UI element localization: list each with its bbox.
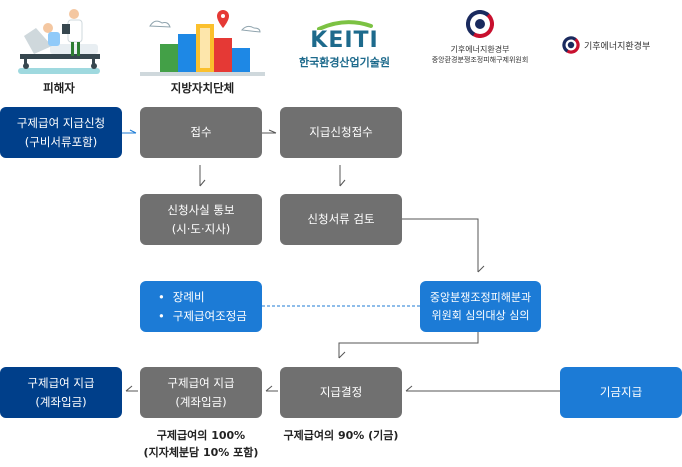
ministry-logo: 기후에너지환경부 <box>562 36 682 54</box>
victim-illustration <box>14 6 104 76</box>
ministry-committee-logo: 기후에너지환경부 중앙환경분쟁조정피해구제위원회 <box>415 10 545 72</box>
local-payment-line2: (계좌입금) <box>175 394 227 409</box>
payment-receive-line1: 지급신청접수 <box>309 125 373 140</box>
keiti-wordmark: KEITI <box>310 28 379 53</box>
local-payment-box: 구제급여 지급 (계좌입금) <box>140 367 262 418</box>
review-box: 신청서류 검토 <box>280 194 402 245</box>
extras-box: 장례비 구제급여조정금 <box>140 281 262 332</box>
local-government-illustration <box>140 8 265 76</box>
committee-line1: 중앙분쟁조정피해분과 <box>429 290 532 304</box>
payment-receive-box: 지급신청접수 <box>280 107 402 158</box>
taegeuk-emblem-icon <box>466 10 494 38</box>
extras-list: 장례비 구제급여조정금 <box>158 288 247 325</box>
apply-line1: 구제급여 지급신청 <box>16 116 106 131</box>
local-share-line2: (지자체분담 10% 포함) <box>143 445 259 459</box>
local-share-caption: 구제급여의 100% (지자체분담 10% 포함) <box>126 428 276 461</box>
receive-line1: 접수 <box>190 125 212 140</box>
local-share-line1: 구제급여의 100% <box>156 429 246 442</box>
fund-share-caption: 구제급여의 90% (기금) <box>266 428 416 445</box>
notify-line2: (시·도·지사) <box>171 221 231 236</box>
keiti-name: 한국환경산업기술원 <box>298 56 391 69</box>
extras-item: 장례비 <box>158 288 247 306</box>
notify-box: 신청사실 통보 (시·도·지사) <box>140 194 262 245</box>
committee-line2: 위원회 심의대상 심의 <box>431 308 530 322</box>
receive-box: 접수 <box>140 107 262 158</box>
local-payment-line1: 구제급여 지급 <box>167 376 235 391</box>
arrow-review-to-committee <box>402 218 479 272</box>
final-payment-box: 구제급여 지급 (계좌입금) <box>0 367 122 418</box>
local-government-label: 지방자치단체 <box>170 81 235 95</box>
ministry-line: 기후에너지환경부 <box>450 45 510 54</box>
apply-box: 구제급여 지급신청 (구비서류포함) <box>0 107 122 158</box>
decision-line1: 지급결정 <box>319 385 363 400</box>
decision-box: 지급결정 <box>280 367 402 418</box>
ministry-name: 기후에너지환경부 <box>584 41 651 52</box>
fund-share-line1: 구제급여의 90% (기금) <box>283 429 399 442</box>
fund-box: 기금지급 <box>560 367 682 418</box>
notify-line1: 신청사실 통보 <box>167 203 235 218</box>
taegeuk-emblem-icon <box>562 36 580 54</box>
final-payment-line1: 구제급여 지급 <box>27 376 95 391</box>
apply-line2: (구비서류포함) <box>24 134 98 149</box>
arrow-committee-to-decision <box>338 332 479 358</box>
review-line1: 신청서류 검토 <box>307 212 375 227</box>
committee-box: 중앙분쟁조정피해분과 위원회 심의대상 심의 <box>420 281 541 332</box>
keiti-logo: KEITI 한국환경산업기술원 <box>292 20 397 70</box>
extras-item: 구제급여조정금 <box>158 307 247 325</box>
committee-line: 중앙환경분쟁조정피해구제위원회 <box>431 56 529 64</box>
final-payment-line2: (계좌입금) <box>35 394 87 409</box>
fund-line1: 기금지급 <box>599 385 643 400</box>
victim-label: 피해자 <box>43 81 75 95</box>
